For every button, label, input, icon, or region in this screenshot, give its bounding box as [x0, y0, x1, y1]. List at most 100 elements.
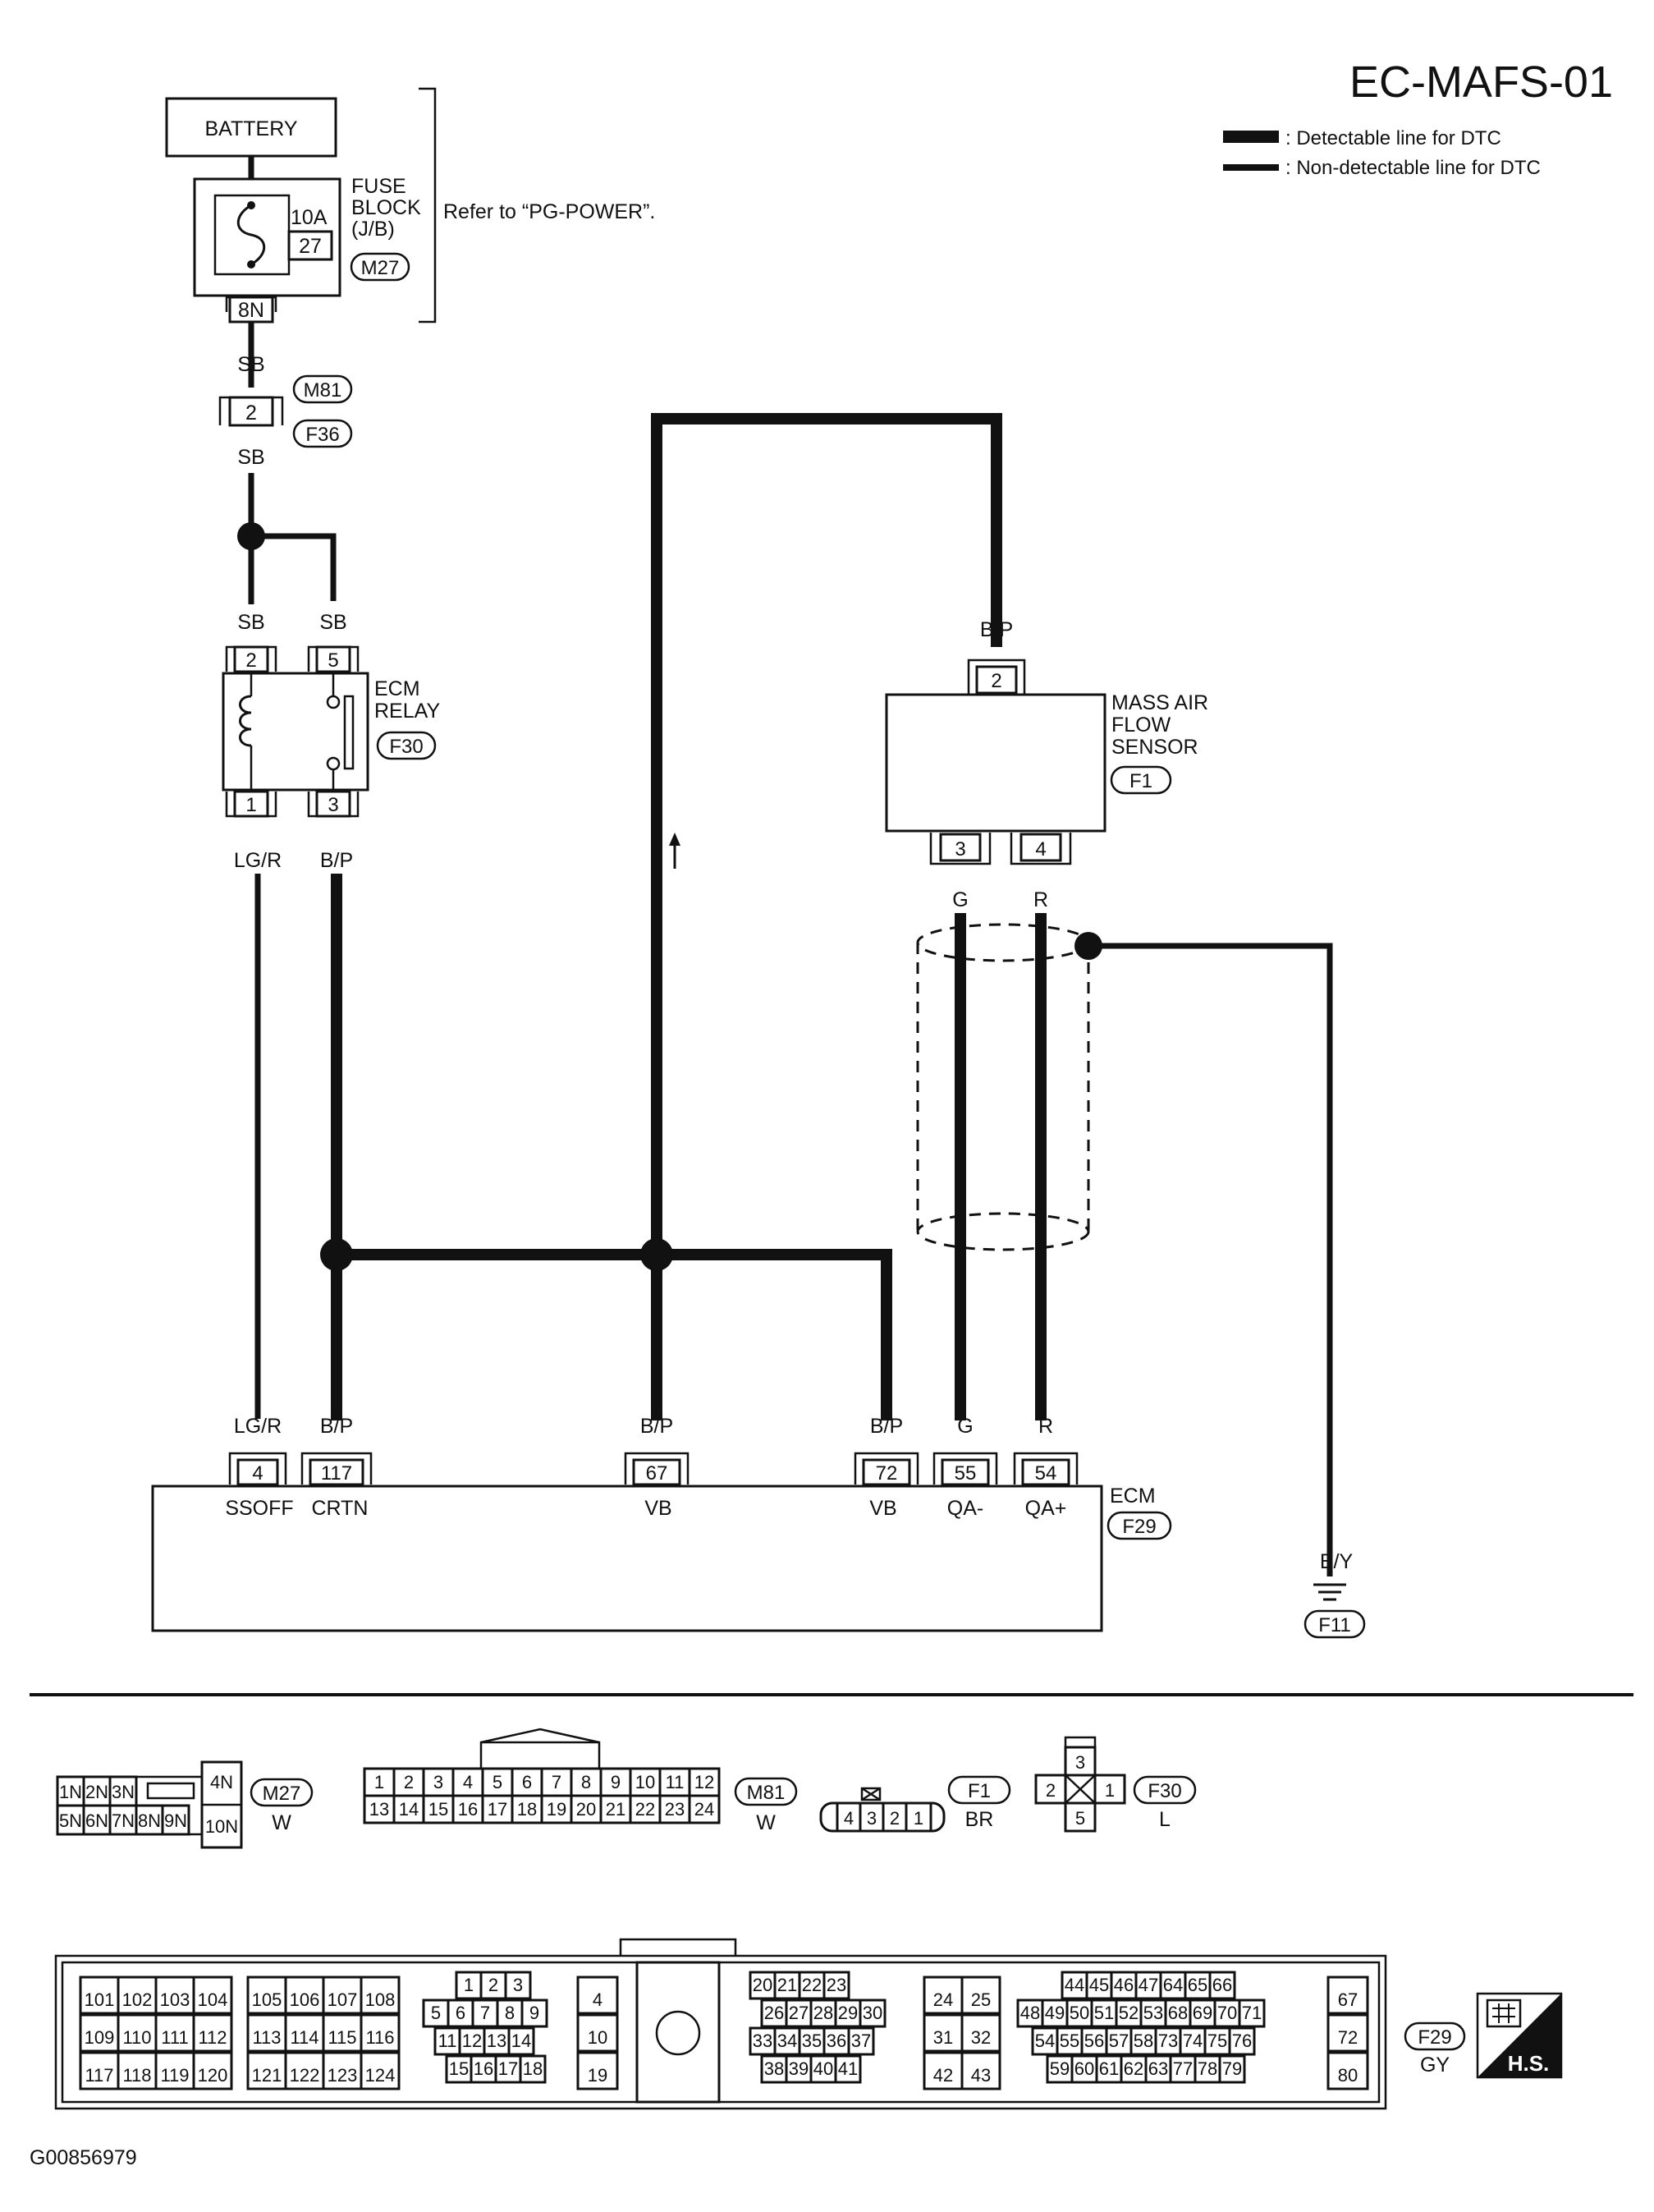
bp-wire-to-ecm-72 — [657, 1249, 892, 1420]
svg-text:F30: F30 — [1148, 1780, 1181, 1802]
ecm-pin-72-number: 72 — [876, 1462, 898, 1485]
pin-label: 31 — [933, 2027, 953, 2048]
pin-cell — [520, 1999, 548, 2028]
maf-pin2-tab — [967, 659, 1026, 695]
pin-label: 16 — [474, 2058, 493, 2079]
pin-cell — [1095, 2054, 1123, 2084]
svg-text:1: 1 — [914, 1808, 923, 1829]
svg-text:2: 2 — [1046, 1780, 1056, 1801]
ecm-pin-54-number: 54 — [1035, 1462, 1057, 1485]
maf-connector-badge — [1110, 765, 1172, 795]
pin-label: 11 — [438, 2031, 457, 2051]
pin-label: 65 — [1188, 1975, 1207, 1995]
wire-color-sb-2: SB — [237, 446, 264, 469]
pin-label: 25 — [971, 1989, 991, 2010]
ecm-pin-name-vb-1: VB — [644, 1497, 671, 1520]
pin-label: 50 — [1070, 2003, 1089, 2023]
wire-color-r-2: R — [1038, 1415, 1053, 1438]
pin-label: 110 — [122, 2027, 151, 2048]
ecm-pin-4-number: 4 — [252, 1462, 263, 1485]
wire-color-sb-1: SB — [237, 353, 264, 376]
fuse-icon — [236, 204, 266, 266]
pin-cell — [576, 1976, 619, 2015]
pin-cell — [433, 2026, 461, 2056]
pin-cell — [1208, 1971, 1236, 2000]
pin-cell — [1144, 2054, 1172, 2084]
maf-pin3-tab — [929, 833, 992, 865]
fuse-terminal-label: 8N — [238, 299, 264, 322]
pin-label: 7 — [552, 1772, 561, 1792]
svg-text:1: 1 — [1105, 1780, 1115, 1801]
pin-cell — [1070, 2054, 1098, 2084]
pin-label: 42 — [933, 2065, 953, 2086]
pin-label: 49 — [1045, 2003, 1065, 2023]
pin-label: 17 — [488, 1799, 507, 1820]
pin-cell — [117, 2051, 158, 2090]
pin-cell — [79, 1976, 120, 2015]
pin-label: 117 — [85, 2065, 113, 2086]
pin-label: 3 — [433, 1772, 443, 1792]
pin-cell — [504, 1971, 532, 2000]
maf-pin4-box — [1019, 833, 1062, 862]
pin-cell — [1228, 2026, 1256, 2056]
ground-badge — [1303, 1609, 1366, 1639]
pin-label: 14 — [399, 1799, 419, 1820]
pin-label: 76 — [1232, 2031, 1252, 2051]
pin-cell — [363, 1794, 396, 1824]
pin-label: 80 — [1338, 2065, 1358, 2086]
joint-connector-lower-badge — [292, 419, 353, 448]
pin-cell — [1184, 1971, 1212, 2000]
pin-label: 124 — [365, 2065, 396, 2086]
relay-contact-top — [326, 695, 341, 709]
fuse-number: 27 — [299, 235, 322, 258]
pin-label: 4 — [463, 1772, 473, 1792]
pin-cell — [1326, 1976, 1369, 2015]
pin-label: 6 — [456, 2003, 465, 2023]
pin-label: 17 — [498, 2058, 518, 2079]
pin-label: 21 — [606, 1799, 625, 1820]
pin-label: 2 — [404, 1772, 414, 1792]
pin-label: 59 — [1050, 2058, 1070, 2079]
pin-label: 9 — [529, 2003, 539, 2023]
fuse-amp: 10A — [291, 206, 328, 229]
svg-text:3N: 3N — [112, 1782, 135, 1802]
pin-label: 5 — [431, 2003, 441, 2023]
pin-cell — [481, 1794, 514, 1824]
pin-label: 37 — [851, 2031, 871, 2051]
pin-label: 54 — [1035, 2031, 1055, 2051]
svg-text:4: 4 — [844, 1808, 854, 1829]
ecm-body — [151, 1485, 1103, 1632]
pin-label: 118 — [122, 2065, 151, 2086]
pin-cell — [1115, 1999, 1143, 2028]
pin-cell — [599, 1794, 632, 1824]
fuse-block-label-3: (J/B) — [351, 218, 395, 241]
pin-cell — [773, 2026, 801, 2056]
maf-pin4-tab — [1010, 833, 1072, 865]
shield-drain-wire — [1088, 943, 1333, 1576]
pin-cell — [1105, 2026, 1133, 2056]
svg-text:8N: 8N — [138, 1810, 161, 1831]
ecm-connector-badge — [1106, 1511, 1172, 1540]
pin-cell — [960, 2013, 1001, 2053]
legend-detectable-swatch — [1223, 131, 1279, 143]
wire-color-sb-3: SB — [237, 611, 264, 634]
maf-label-3: SENSOR — [1111, 736, 1198, 759]
pin-cell — [822, 1971, 850, 2000]
pin-label: 69 — [1193, 2003, 1212, 2023]
pin-label: 109 — [85, 2027, 115, 2048]
sb-wire-to-relay-pin5 — [251, 533, 337, 601]
pin-label: 12 — [462, 2031, 482, 2051]
pin-cell — [360, 2051, 401, 2090]
ground-id: F11 — [1318, 1614, 1351, 1636]
ecm-label: ECM — [1110, 1485, 1156, 1508]
pin-label: 34 — [777, 2031, 797, 2051]
svg-text:1N: 1N — [59, 1782, 82, 1802]
pin-cell — [1080, 2026, 1108, 2056]
pin-cell — [859, 1999, 887, 2028]
svg-text:9N: 9N — [164, 1810, 187, 1831]
battery-box — [165, 97, 337, 158]
pin-label: 66 — [1212, 1975, 1232, 1995]
pin-label: 29 — [838, 2003, 858, 2023]
pin-label: 30 — [863, 2003, 882, 2023]
